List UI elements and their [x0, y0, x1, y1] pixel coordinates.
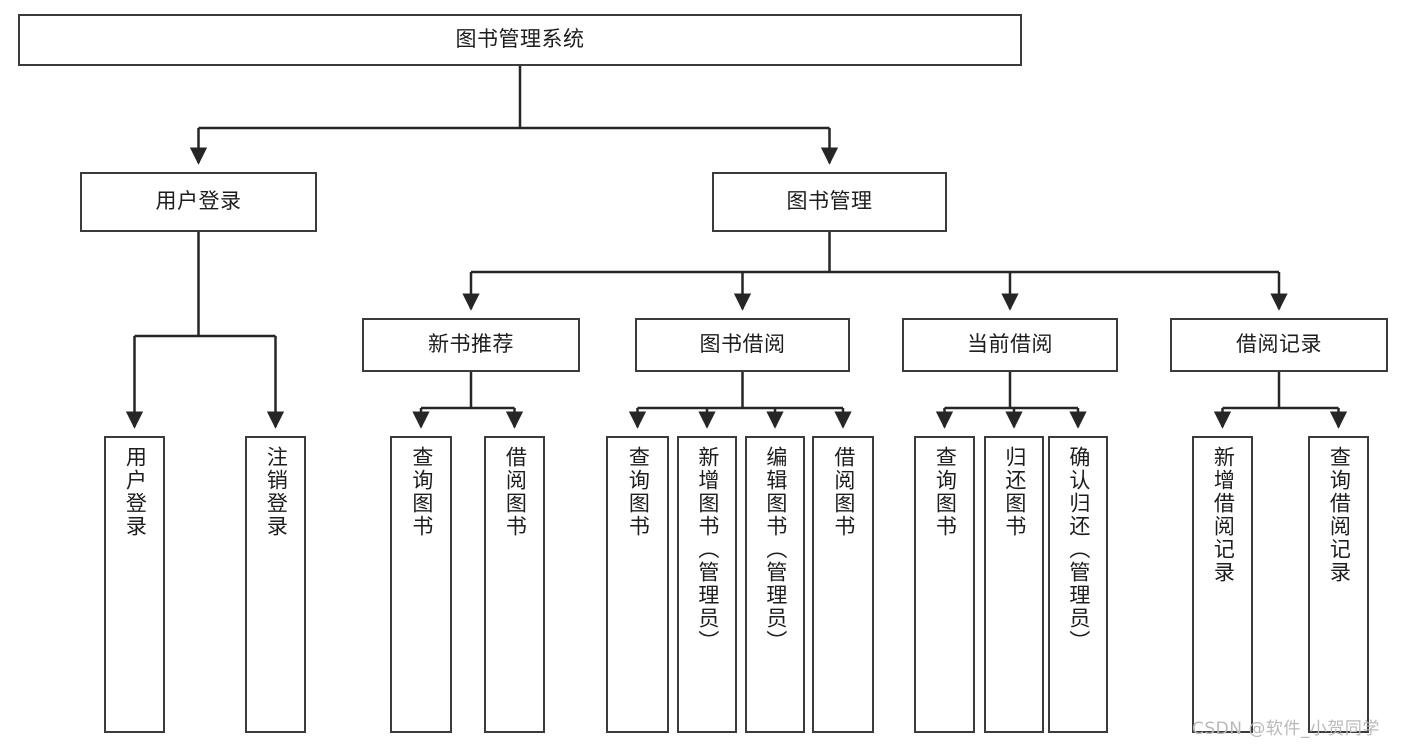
leaf-label: 新增借阅记录 — [1211, 446, 1236, 584]
node-book-management[interactable]: 图书管理 — [712, 172, 947, 232]
leaf-label: 用户登录 — [123, 446, 148, 538]
leaf-label: 借阅图书 — [831, 446, 856, 538]
leaf-query-borrow-record[interactable]: 查询借阅记录 — [1308, 436, 1369, 733]
node-user-login[interactable]: 用户登录 — [80, 172, 317, 232]
leaf-edit-book-admin[interactable]: 编辑图书（管理员） — [745, 436, 805, 733]
leaf-label: 查询借阅记录 — [1327, 446, 1352, 584]
node-new-book-recommend[interactable]: 新书推荐 — [362, 318, 580, 372]
leaf-confirm-return-admin[interactable]: 确认归还（管理员） — [1048, 436, 1108, 733]
node-borrow-record[interactable]: 借阅记录 — [1170, 318, 1388, 372]
leaf-add-borrow-record[interactable]: 新增借阅记录 — [1192, 436, 1253, 733]
leaf-label: 借阅图书 — [503, 446, 528, 538]
leaf-label: 新增图书（管理员） — [695, 446, 720, 653]
leaf-label: 归还图书 — [1002, 446, 1027, 538]
watermark: CSDN @软件_小贺同学 — [1192, 719, 1380, 739]
leaf-logout[interactable]: 注销登录 — [245, 436, 306, 733]
node-root[interactable]: 图书管理系统 — [18, 14, 1022, 66]
leaf-borrow-book-recommend[interactable]: 借阅图书 — [484, 436, 545, 733]
leaf-label: 注销登录 — [264, 446, 289, 538]
leaf-label: 查询图书 — [409, 446, 434, 538]
leaf-query-book-current[interactable]: 查询图书 — [914, 436, 975, 733]
node-book-borrow[interactable]: 图书借阅 — [635, 318, 850, 372]
leaf-return-book[interactable]: 归还图书 — [984, 436, 1044, 733]
leaf-borrow-book[interactable]: 借阅图书 — [812, 436, 874, 733]
leaf-label: 查询图书 — [933, 446, 958, 538]
leaf-label: 确认归还（管理员） — [1066, 446, 1091, 653]
node-current-borrow[interactable]: 当前借阅 — [902, 318, 1118, 372]
leaf-query-book-recommend[interactable]: 查询图书 — [390, 436, 452, 733]
leaf-label: 查询图书 — [626, 446, 651, 538]
leaf-user-login[interactable]: 用户登录 — [104, 436, 165, 733]
leaf-label: 编辑图书（管理员） — [763, 446, 788, 653]
leaf-query-book-borrow[interactable]: 查询图书 — [606, 436, 669, 733]
leaf-add-book-admin[interactable]: 新增图书（管理员） — [677, 436, 737, 733]
